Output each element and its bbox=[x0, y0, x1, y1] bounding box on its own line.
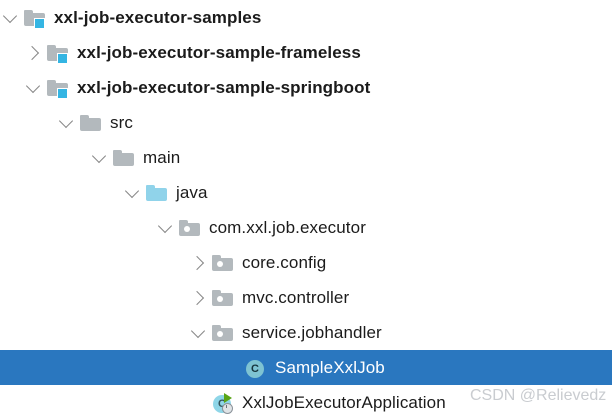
tree-row[interactable]: xxl-job-executor-sample-springboot bbox=[0, 70, 612, 105]
chevron-down-icon[interactable] bbox=[89, 147, 111, 169]
indent-spacer bbox=[0, 262, 188, 263]
tree-row-label: main bbox=[143, 147, 181, 167]
package-icon bbox=[210, 321, 236, 345]
folder-icon bbox=[111, 146, 137, 170]
tree-row-label: xxl-job-executor-sample-frameless bbox=[77, 42, 361, 62]
module-folder-icon bbox=[22, 6, 48, 30]
chevron-right-icon[interactable] bbox=[188, 252, 210, 274]
indent-spacer bbox=[0, 157, 89, 158]
indent-spacer bbox=[0, 227, 155, 228]
indent-spacer bbox=[0, 87, 23, 88]
tree-row-label: java bbox=[176, 182, 208, 202]
java-class-icon: C bbox=[243, 356, 269, 380]
chevron-down-icon[interactable] bbox=[122, 182, 144, 204]
tree-row[interactable]: java bbox=[0, 175, 612, 210]
chevron-down-icon[interactable] bbox=[0, 7, 22, 29]
folder-icon bbox=[78, 111, 104, 135]
indent-spacer bbox=[0, 122, 56, 123]
chevron-down-icon[interactable] bbox=[188, 322, 210, 344]
run-arrow-icon bbox=[224, 392, 232, 403]
tree-row-label: mvc.controller bbox=[242, 287, 350, 307]
tree-row-label: xxl-job-executor-samples bbox=[54, 7, 262, 27]
indent-spacer bbox=[0, 297, 188, 298]
chevron-down-icon[interactable] bbox=[155, 217, 177, 239]
tree-row[interactable]: src bbox=[0, 105, 612, 140]
tree-row[interactable]: com.xxl.job.executor bbox=[0, 210, 612, 245]
class-letter: C bbox=[246, 359, 264, 378]
tree-row-label: src bbox=[110, 112, 133, 132]
tree-row-label: service.jobhandler bbox=[242, 322, 382, 342]
package-icon bbox=[210, 251, 236, 275]
source-folder-icon bbox=[144, 181, 170, 205]
tree-row-label: SampleXxlJob bbox=[275, 357, 385, 377]
tree-row[interactable]: mvc.controller bbox=[0, 280, 612, 315]
tree-row-label: core.config bbox=[242, 252, 327, 272]
tree-row-label: com.xxl.job.executor bbox=[209, 217, 366, 237]
tree-row[interactable]: xxl-job-executor-samples bbox=[0, 0, 612, 35]
indent-spacer bbox=[0, 402, 188, 403]
module-folder-icon bbox=[45, 76, 71, 100]
tree-row-label: xxl-job-executor-sample-springboot bbox=[77, 77, 371, 97]
tree-row[interactable]: service.jobhandler bbox=[0, 315, 612, 350]
chevron-right-icon[interactable] bbox=[23, 42, 45, 64]
tree-row[interactable]: C XxlJobExecutorApplication bbox=[0, 385, 612, 420]
runnable-java-class-icon: C bbox=[210, 391, 236, 415]
clock-overlay-icon bbox=[222, 402, 233, 414]
indent-spacer bbox=[0, 192, 122, 193]
tree-row[interactable]: C SampleXxlJob bbox=[0, 350, 612, 385]
tree-row[interactable]: main bbox=[0, 140, 612, 175]
tree-row-label: XxlJobExecutorApplication bbox=[242, 392, 446, 412]
chevron-down-icon[interactable] bbox=[23, 77, 45, 99]
indent-spacer bbox=[0, 367, 221, 368]
tree-row[interactable]: core.config bbox=[0, 245, 612, 280]
indent-spacer bbox=[0, 332, 188, 333]
package-icon bbox=[177, 216, 203, 240]
tree-row[interactable]: xxl-job-executor-sample-frameless bbox=[0, 35, 612, 70]
module-folder-icon bbox=[45, 41, 71, 65]
package-icon bbox=[210, 286, 236, 310]
indent-spacer bbox=[0, 52, 23, 53]
chevron-down-icon[interactable] bbox=[56, 112, 78, 134]
chevron-right-icon[interactable] bbox=[188, 287, 210, 309]
